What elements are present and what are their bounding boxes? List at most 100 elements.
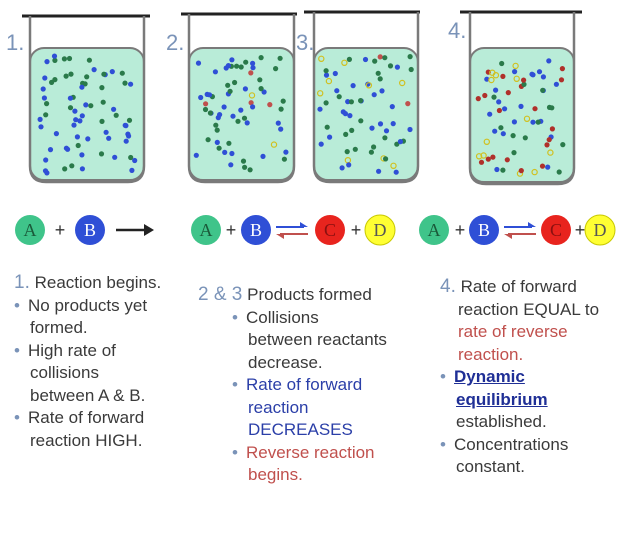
particle: [230, 113, 236, 119]
label-a: A: [24, 220, 37, 240]
particle: [100, 99, 106, 105]
particle: [74, 134, 80, 140]
bullet-text-cont: DECREASES: [248, 420, 353, 439]
particle: [518, 103, 524, 109]
particle: [79, 84, 85, 90]
particle: [536, 69, 543, 75]
step-title-cont: reaction EQUAL to: [458, 299, 600, 319]
particle: [79, 113, 85, 119]
particle: [494, 166, 500, 173]
particle: [198, 94, 204, 101]
particle: [317, 106, 323, 112]
particle: [521, 81, 527, 87]
particle: [69, 163, 75, 169]
particle: [540, 74, 547, 80]
particle: [82, 81, 88, 87]
particle: [493, 87, 499, 93]
particle: [112, 154, 118, 160]
particle: [229, 150, 235, 157]
bullet-text-cont: constant.: [456, 457, 525, 476]
particle: [344, 149, 350, 155]
particle: [53, 131, 60, 137]
particle: [228, 162, 234, 168]
particle: [52, 77, 58, 83]
particle: [122, 80, 128, 86]
particle: [270, 141, 278, 148]
particle: [38, 124, 44, 130]
particle: [68, 71, 74, 77]
particle: [99, 118, 105, 124]
particle: [128, 154, 134, 161]
beaker-4: [460, 10, 582, 186]
step-title: Products formed: [247, 285, 372, 304]
particle: [44, 59, 50, 65]
particle: [389, 104, 395, 110]
particle: [79, 152, 85, 158]
particle: [408, 66, 414, 73]
particle: [207, 110, 213, 116]
particle: [348, 99, 354, 105]
label-a: A: [428, 220, 441, 240]
particle: [132, 157, 138, 164]
bullet-text-cont: begins.: [248, 465, 303, 484]
particle: [40, 86, 46, 92]
particle: [67, 105, 74, 111]
bullet-text: Dynamic: [454, 367, 525, 386]
particle: [377, 76, 383, 82]
particle: [225, 82, 231, 88]
bullet-text: Collisions: [246, 307, 319, 327]
particle: [250, 65, 256, 71]
particle: [122, 122, 128, 128]
particle: [529, 71, 535, 77]
beaker-3: [304, 10, 420, 184]
particle: [362, 56, 369, 63]
particles-2: [193, 55, 289, 173]
particle: [250, 104, 256, 110]
label-b: B: [478, 220, 490, 240]
particle: [71, 122, 77, 128]
particle: [383, 128, 390, 134]
particle: [86, 57, 92, 63]
particle: [522, 135, 528, 141]
molecule-b-icon: [241, 215, 271, 245]
particle: [341, 59, 348, 67]
particle: [346, 162, 352, 168]
particle: [521, 77, 527, 83]
particle: [336, 94, 342, 100]
particle: [226, 140, 232, 146]
particle: [490, 154, 496, 160]
particle: [343, 131, 349, 137]
bullet-text-cont: reaction: [248, 397, 309, 417]
particle: [485, 156, 491, 162]
particle: [347, 113, 353, 119]
particle: [478, 159, 485, 165]
particle: [109, 69, 115, 75]
step-title: Reaction begins.: [34, 273, 162, 292]
particle: [234, 63, 240, 69]
bullet-icon: •: [14, 408, 20, 427]
molecule-b-icon: [75, 215, 105, 245]
particle: [369, 125, 375, 131]
particle: [258, 86, 264, 92]
particle: [44, 101, 50, 107]
particle: [247, 167, 253, 173]
molecule-a-icon: [419, 215, 449, 245]
molecule-c-icon: [541, 215, 571, 245]
particle: [91, 67, 97, 73]
particle: [106, 135, 112, 141]
particle: [500, 167, 506, 173]
particle: [511, 119, 517, 125]
label-c: C: [550, 220, 562, 240]
particle: [51, 53, 58, 59]
label-b: B: [84, 220, 96, 240]
plus-sign: +: [351, 220, 362, 240]
particle: [382, 55, 388, 61]
particle: [394, 141, 400, 147]
equilibrium-arrows-icon: [276, 222, 308, 239]
particle: [258, 55, 264, 61]
particle: [62, 166, 68, 172]
particle: [75, 142, 81, 149]
particle: [244, 120, 250, 126]
particle: [323, 100, 329, 106]
particle: [119, 70, 125, 76]
